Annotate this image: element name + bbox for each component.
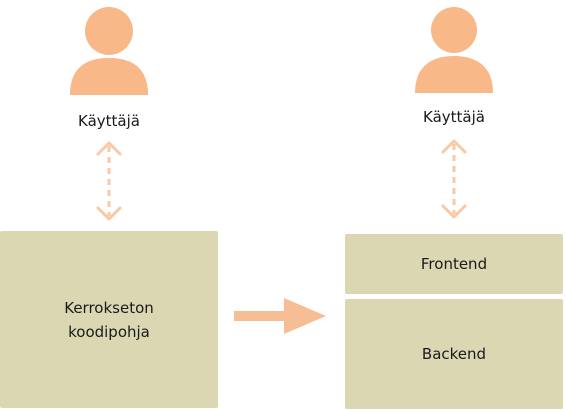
right-bidirectional-arrow-icon <box>441 139 467 219</box>
right-user-label: Käyttäjä <box>423 108 485 126</box>
left-bidirectional-arrow-icon <box>96 141 122 221</box>
layerless-codebase-label-line-1: Kerrokseton <box>64 298 154 317</box>
layerless-codebase-label-line-2: koodipohja <box>68 322 150 341</box>
frontend-label: Frontend <box>420 255 488 273</box>
right-arrow-icon <box>234 298 326 334</box>
backend-label: Backend <box>421 345 487 363</box>
frontend-box: Frontend <box>345 234 563 294</box>
left-person-icon <box>70 7 148 95</box>
backend-box: Backend <box>345 299 563 409</box>
right-person-icon <box>415 7 493 93</box>
layerless-codebase-box: Kerrokseton koodipohja <box>0 231 218 408</box>
left-user-label: Käyttäjä <box>78 112 140 130</box>
